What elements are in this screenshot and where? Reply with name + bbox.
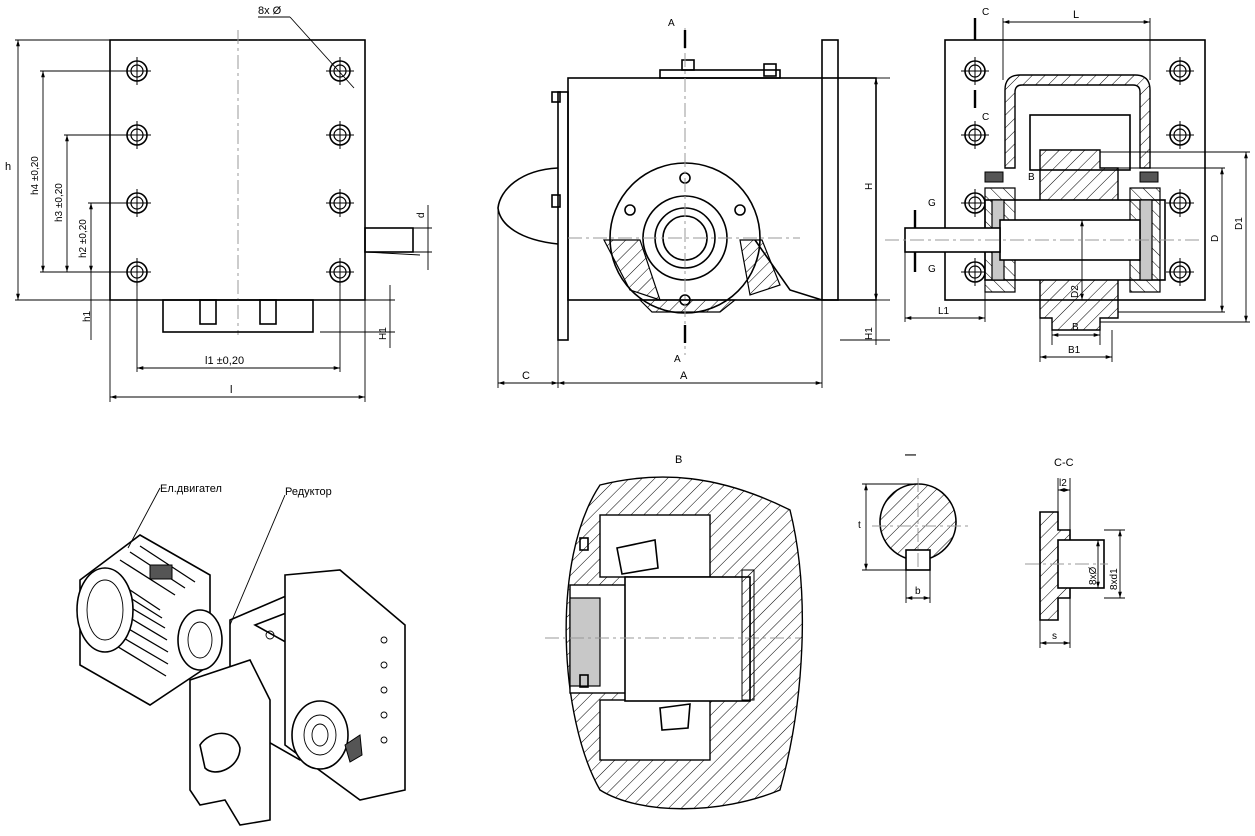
- cc-title: C-C: [1054, 457, 1074, 469]
- section-A-bottom: A: [674, 354, 681, 365]
- cc-section: C-C l2 8xØ 8xd1 s: [1025, 457, 1125, 648]
- section-C-top: C: [982, 7, 989, 18]
- front-shaft: [364, 227, 414, 253]
- dim-L1: L1: [938, 306, 950, 317]
- dim-8xd1: 8xd1: [1109, 568, 1120, 590]
- section-G-bottom: G: [928, 264, 936, 275]
- section-view: C C L B G G D D1 D2 L1 B B1: [885, 7, 1250, 362]
- detail-B-label: B: [1028, 172, 1035, 183]
- dim-C: C: [522, 370, 530, 382]
- side-back-plate: [821, 39, 839, 301]
- dim-H1-side: H1: [864, 327, 875, 340]
- detail-shaft: [624, 576, 751, 702]
- dim-D: D: [1210, 235, 1221, 242]
- dim-H: H: [864, 183, 875, 190]
- dim-B1: B1: [1068, 345, 1081, 356]
- dim-t: t: [858, 520, 861, 531]
- dim-s: s: [1052, 631, 1057, 642]
- key-section-title: —: [905, 449, 916, 461]
- side-flange-plate: [557, 91, 569, 341]
- holes-note: 8x Ø: [258, 5, 282, 17]
- side-housing: [567, 77, 877, 301]
- dim-d: d: [416, 212, 427, 218]
- front-base-foot: [162, 299, 314, 333]
- label-motor: Ел.двигател: [160, 483, 222, 495]
- dim-L: L: [1073, 9, 1079, 21]
- dim-b: b: [915, 586, 921, 597]
- dim-h2: h2 ±0,20: [78, 219, 89, 258]
- dim-l2: l2: [1059, 478, 1067, 489]
- front-view: 8x Ø h h4 ±0,20 h3 ±0,20 h2 ±0,20 h1 l1 …: [5, 5, 432, 402]
- key-section: — t b: [858, 449, 968, 603]
- dim-A: A: [680, 370, 688, 382]
- dim-B: B: [1072, 322, 1079, 333]
- dim-h4: h4 ±0,20: [30, 156, 41, 195]
- dim-D2: D2: [1070, 285, 1081, 298]
- iso-back-plate: [284, 569, 406, 801]
- dim-D1: D1: [1234, 217, 1245, 230]
- iso-view: Ел.двигател Редуктор: [76, 483, 406, 826]
- section-G-top: G: [928, 198, 936, 209]
- side-motor-cap: [497, 167, 559, 245]
- section-C-bottom: C: [982, 112, 989, 123]
- side-view: A A H H1 C A: [497, 18, 890, 388]
- section-A-top: A: [668, 18, 675, 29]
- dim-h3: h3 ±0,20: [54, 183, 65, 222]
- dim-8x-holes: 8xØ: [1088, 566, 1099, 585]
- dim-l: l: [230, 384, 232, 396]
- detail-view-B: B: [545, 454, 804, 810]
- dim-l1: l1 ±0,20: [205, 355, 244, 367]
- dim-h1: h1: [82, 310, 93, 322]
- detail-title: B: [675, 454, 682, 466]
- label-reducer: Редуктор: [285, 486, 332, 498]
- dim-h: h: [5, 161, 11, 173]
- dim-H1-front: H1: [378, 327, 389, 340]
